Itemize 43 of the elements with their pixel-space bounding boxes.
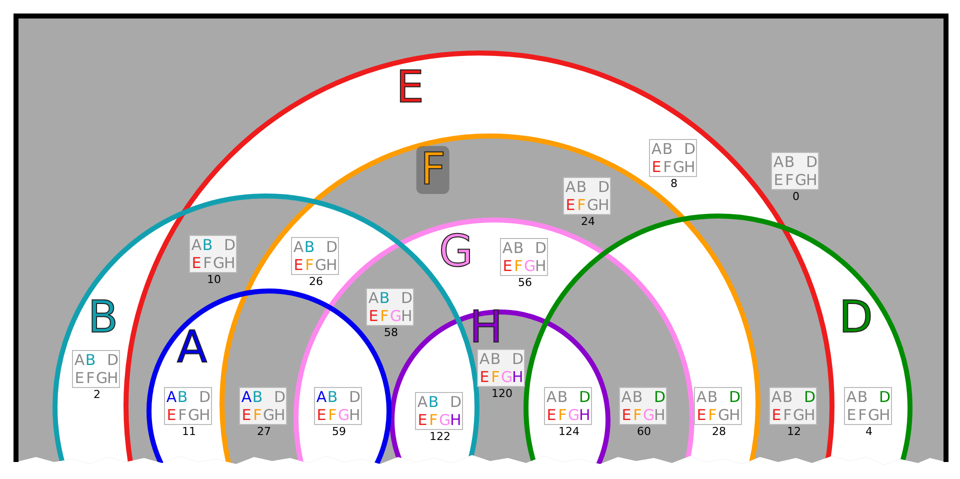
region-number: 120 [492, 388, 512, 400]
region-number: 0 [792, 191, 800, 203]
region-number: 27 [257, 426, 271, 438]
region-number: 12 [787, 426, 801, 438]
set-code: AB D [368, 289, 412, 307]
set-code: AB D [479, 350, 523, 368]
set-code: AB D [771, 388, 815, 406]
region-number: 58 [384, 327, 398, 339]
set-code: AB D [417, 393, 461, 411]
set-code: AB D [621, 388, 665, 406]
region-number: 8 [670, 178, 678, 190]
set-label: D [838, 294, 874, 342]
set-code: AB D [773, 153, 817, 171]
set-label: H [468, 304, 504, 352]
region-number: 60 [637, 426, 651, 438]
region-number: 4 [866, 426, 872, 438]
set-code: AB D [502, 239, 546, 257]
set-code: AB D [846, 388, 890, 406]
region-number: 59 [332, 426, 346, 438]
region-number: 10 [207, 274, 221, 286]
set-code: AB D [651, 140, 695, 158]
set-code: AB D [565, 178, 609, 196]
set-label: F [416, 146, 450, 194]
region-number: 26 [309, 276, 323, 288]
set-code: AB D [74, 351, 118, 369]
region-number: 2 [94, 389, 100, 401]
set-label: G [438, 228, 474, 276]
set-code: AB D [696, 388, 740, 406]
region-number: 28 [712, 426, 726, 438]
region-number: 11 [182, 426, 196, 438]
set-code: AB D [191, 236, 235, 254]
set-label: E [395, 64, 425, 112]
region-number: 122 [430, 431, 450, 443]
set-code: AB D [293, 238, 337, 256]
set-label: B [86, 294, 120, 342]
region-number: 124 [558, 426, 580, 438]
region-number: 24 [581, 216, 595, 228]
region-number: 56 [518, 277, 532, 289]
set-code: AB D [241, 388, 285, 406]
set-code: AB D [546, 388, 590, 406]
set-code: AB D [316, 388, 360, 406]
set-code: AB D [166, 388, 210, 406]
set-label: A [176, 324, 208, 372]
